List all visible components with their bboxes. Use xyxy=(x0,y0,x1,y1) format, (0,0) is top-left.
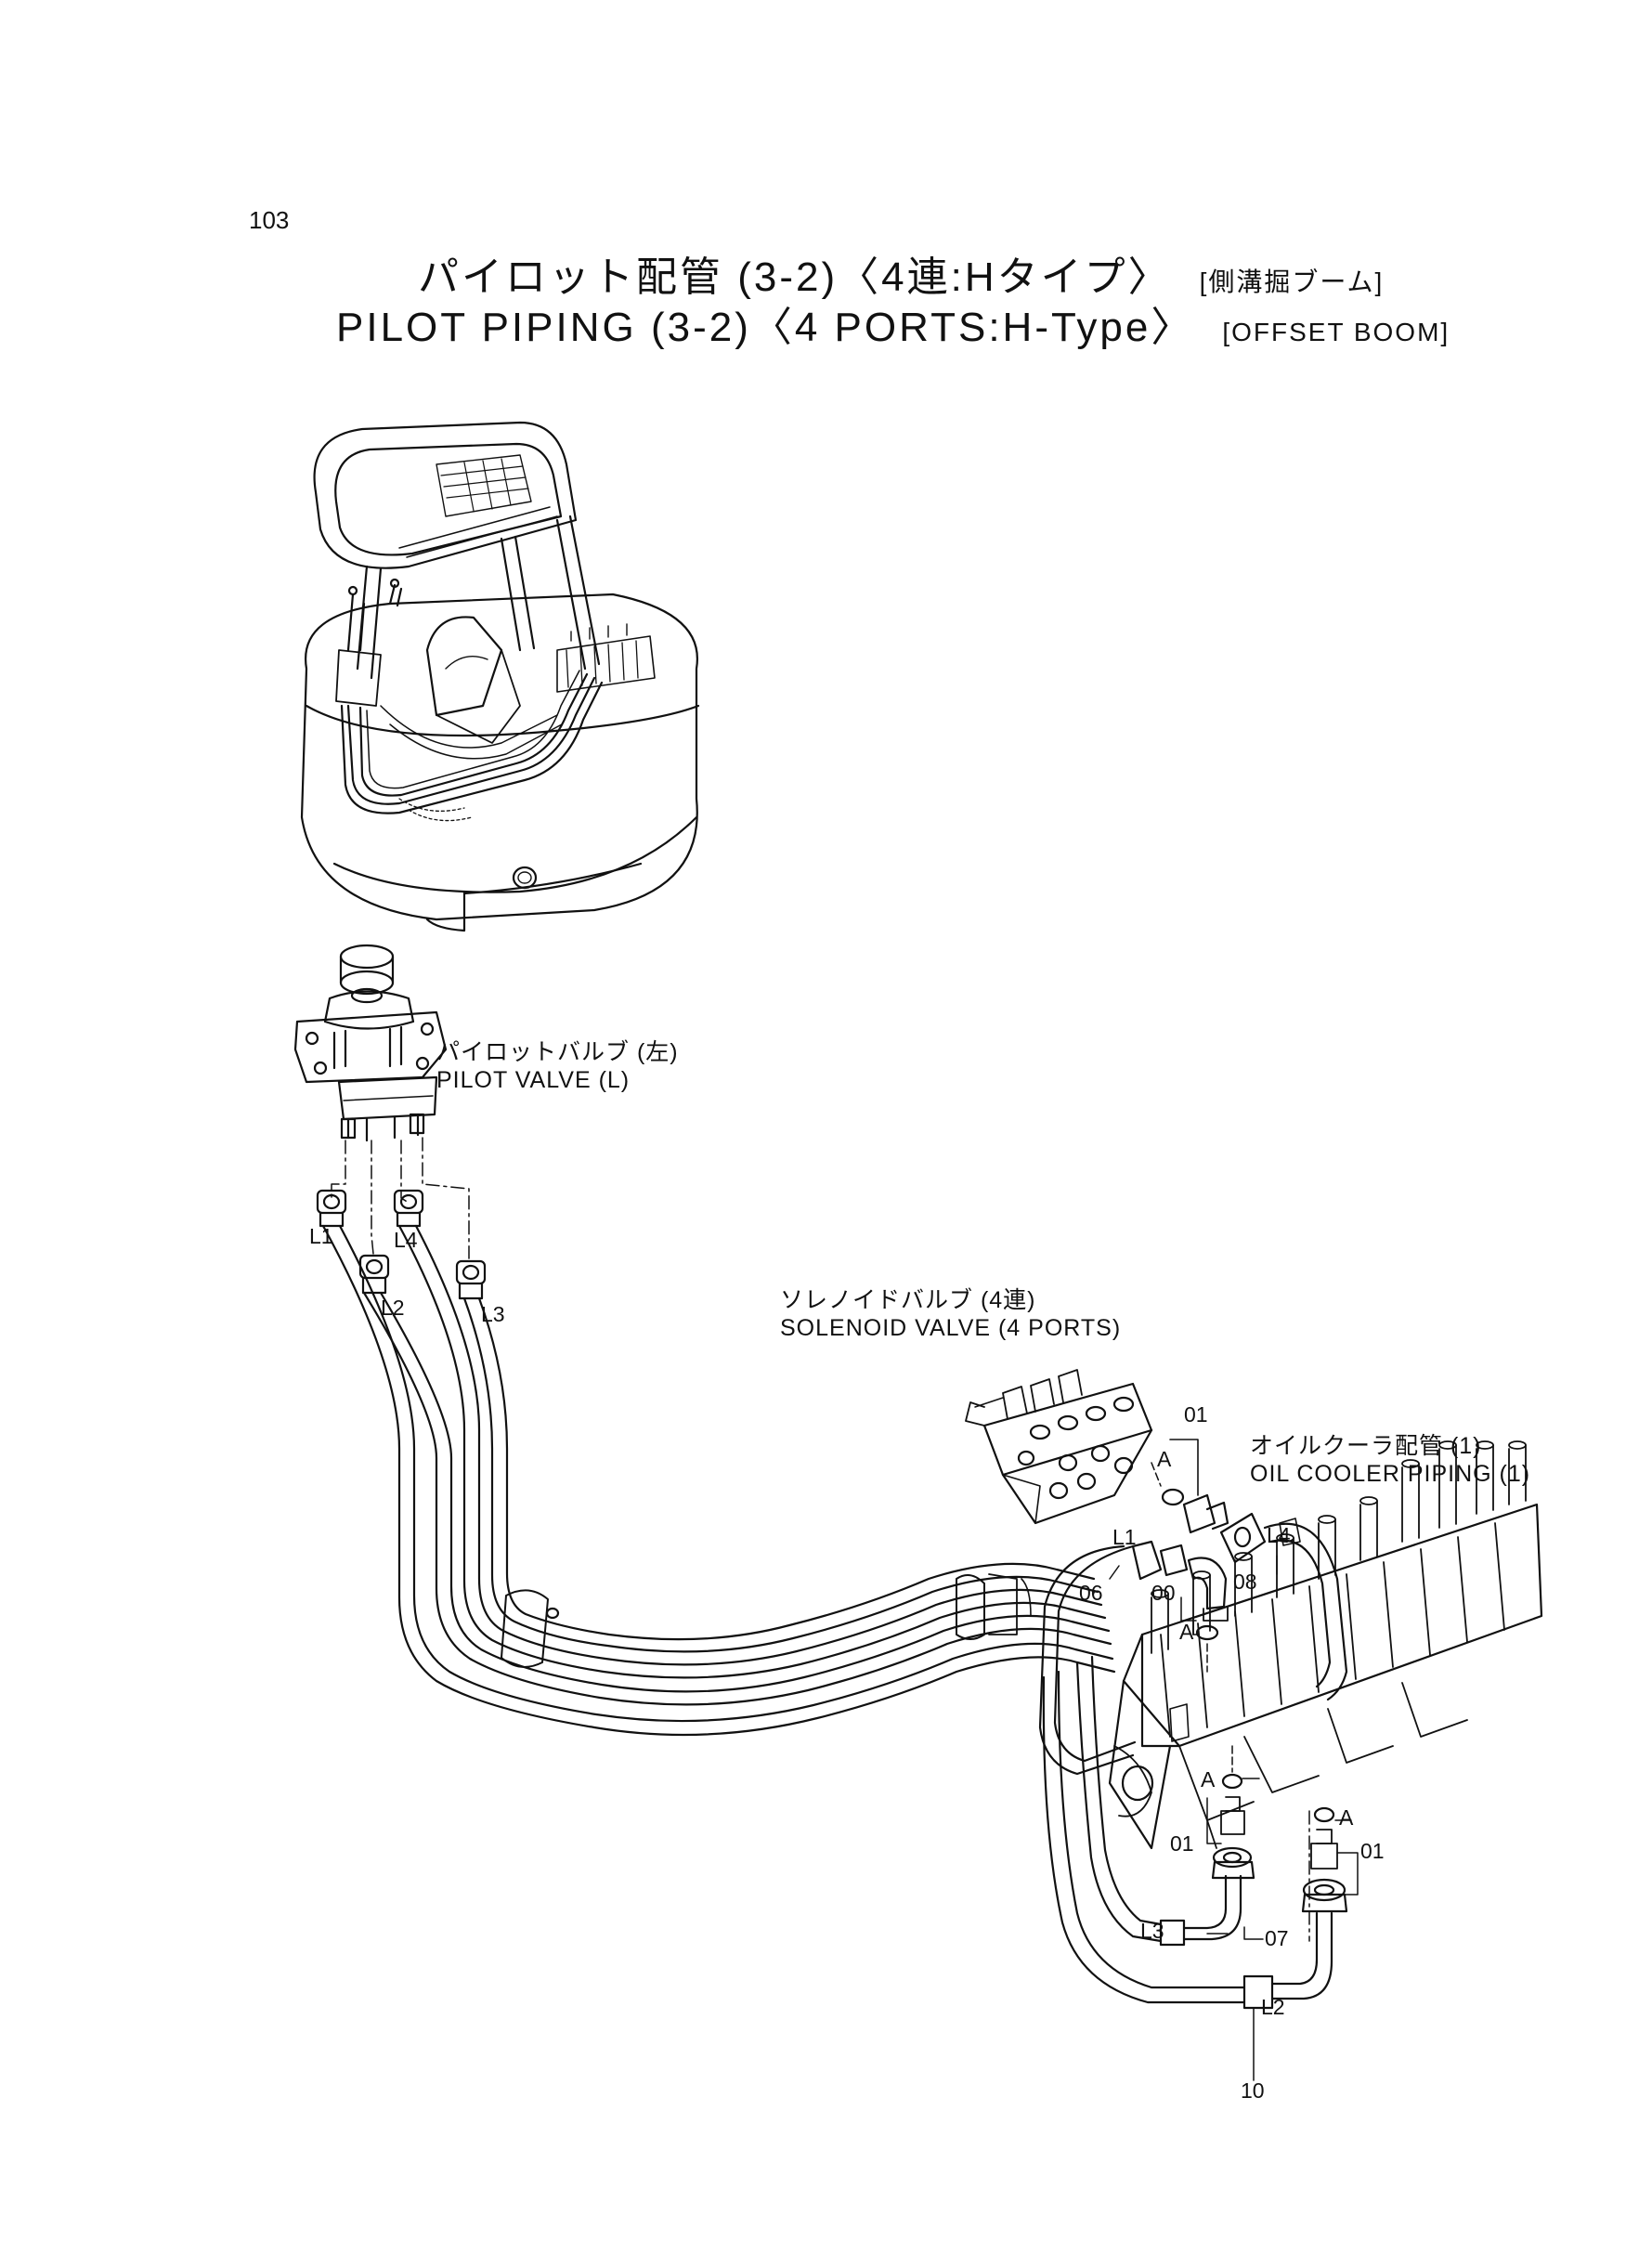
pilot-valve-label-en: PILOT VALVE (L) xyxy=(436,1067,631,1093)
pilot-hose-fittings xyxy=(316,1189,487,1300)
hose-id-l4-upper: L4 xyxy=(394,1228,418,1252)
hose-id-l2-upper: L2 xyxy=(381,1296,405,1320)
part-01-lower-right: 01 xyxy=(1360,1839,1385,1863)
marker-a-upper: A xyxy=(1157,1447,1172,1471)
part-01-upper: 01 xyxy=(1184,1402,1208,1427)
part-07: 07 xyxy=(1265,1926,1289,1950)
oil-cooler-label-jp: オイルクーラ配管 (1) xyxy=(1250,1433,1482,1459)
part-00: 00 xyxy=(1151,1581,1176,1605)
hose-id-l1-upper: L1 xyxy=(309,1224,333,1248)
marker-a-middle: A xyxy=(1179,1620,1194,1644)
machine-overview xyxy=(300,421,700,932)
lower-connections xyxy=(1042,1655,1359,2081)
pilot-valve-l xyxy=(293,944,448,1142)
oil-cooler-label-en: OIL COOLER PIPING (1) xyxy=(1250,1461,1531,1487)
hose-id-l4-lower: L4 xyxy=(1267,1523,1291,1547)
pilot-valve-label: パイロットバルブ (左) PILOT VALVE (L) xyxy=(436,1038,679,1094)
marker-a-lower-right: A xyxy=(1339,1805,1354,1830)
pilot-valve-centerlines xyxy=(331,1137,470,1259)
hose-id-l3-upper: L3 xyxy=(481,1302,505,1326)
title-english: PILOT PIPING (3-2)〈4 PORTS:H-Type〉 [OFFSE… xyxy=(336,293,1450,353)
hose-id-l1-lower: L1 xyxy=(1112,1525,1137,1549)
title-english-main: PILOT PIPING (3-2)〈4 PORTS:H-Type〉 xyxy=(336,305,1195,350)
part-10: 10 xyxy=(1241,2078,1265,2103)
hose-id-l2-lower: L2 xyxy=(1261,1995,1285,2019)
solenoid-valve-label: ソレノイドバルブ (4連) SOLENOID VALVE (4 PORTS) xyxy=(780,1286,1121,1342)
part-08: 08 xyxy=(1233,1570,1257,1594)
hose-bundle xyxy=(321,1224,1116,1737)
solenoid-valve-label-en: SOLENOID VALVE (4 PORTS) xyxy=(780,1315,1122,1341)
title-english-sub: [OFFSET BOOM] xyxy=(1222,318,1450,346)
hose-id-l3-lower: L3 xyxy=(1140,1919,1164,1943)
title-japanese-sub: [側溝掘ブーム] xyxy=(1199,267,1385,296)
solenoid-valve xyxy=(965,1369,1153,1525)
part-06: 06 xyxy=(1079,1581,1103,1605)
solenoid-valve-label-jp: ソレノイドバルブ (4連) xyxy=(780,1287,1036,1313)
pilot-valve-label-jp: パイロットバルブ (左) xyxy=(436,1039,679,1065)
title-japanese-main: パイロット配管 (3-2)〈4連:Hタイプ〉 xyxy=(418,254,1172,300)
title-japanese: パイロット配管 (3-2)〈4連:Hタイプ〉 [側溝掘ブーム] xyxy=(418,243,1384,303)
part-01-lower-left: 01 xyxy=(1170,1831,1194,1856)
marker-a-lower-left: A xyxy=(1201,1767,1216,1791)
control-valve-block xyxy=(1108,1440,1543,1942)
oil-cooler-label: オイルクーラ配管 (1) OIL COOLER PIPING (1) xyxy=(1250,1432,1530,1488)
page-number: 103 xyxy=(249,206,290,234)
